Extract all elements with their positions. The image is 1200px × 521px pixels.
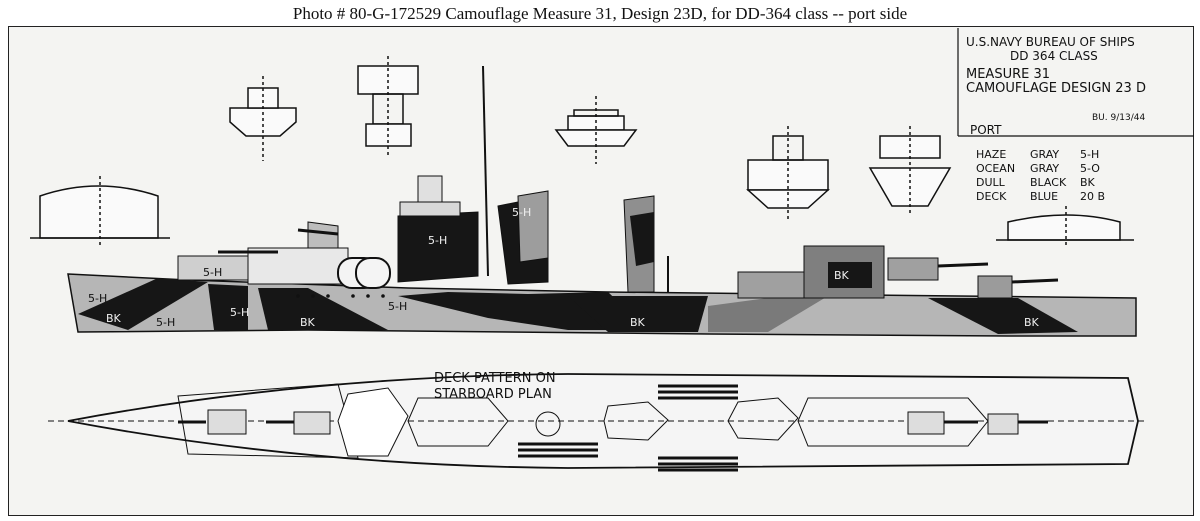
deck-plan <box>48 373 1148 472</box>
legend-row-haze: HAZE GRAY 5-H <box>976 148 1099 161</box>
camouflage-drawing-sheet: 5-H BK 5-H 5-H 5-H BK 5-H BK BK 5-H 5-H … <box>7 25 1195 517</box>
color-legend: HAZE GRAY 5-H OCEAN GRAY 5-O DULL BLACK … <box>976 148 1105 203</box>
title-date-note: BU. 9/13/44 <box>1092 113 1145 123</box>
title-side: PORT <box>970 123 1002 137</box>
title-line-4: CAMOUFLAGE DESIGN 23 D <box>966 81 1146 96</box>
legend-name-1: OCEAN <box>976 162 1015 175</box>
legend-code-2: BK <box>1080 176 1096 189</box>
label-bk-2: BK <box>630 316 646 329</box>
label-bk-1: BK <box>300 316 316 329</box>
ship-profile <box>67 65 1137 337</box>
label-mid-5h: 5-H <box>388 300 407 313</box>
legend-name-0: HAZE <box>976 148 1006 161</box>
legend-word-1: GRAY <box>1030 162 1059 175</box>
legend-code-3: 20 B <box>1080 190 1105 203</box>
hull-labels: 5-H BK 5-H 5-H 5-H BK 5-H BK BK 5-H 5-H … <box>88 206 1040 329</box>
legend-name-3: DECK <box>976 190 1007 203</box>
label-fwd-5h-2: 5-H <box>230 306 249 319</box>
legend-row-deck: DECK BLUE 20 B <box>976 190 1105 203</box>
title-block: U.S.NAVY BUREAU OF SHIPS DD 364 CLASS ME… <box>957 28 1194 137</box>
title-line-3: MEASURE 31 <box>966 67 1050 82</box>
title-line-1: U.S.NAVY BUREAU OF SHIPS <box>966 35 1135 49</box>
deck-plan-title-line1: DECK PATTERN ON <box>434 371 556 386</box>
section-views <box>30 56 1134 248</box>
photo-caption: Photo # 80-G-172529 Camouflage Measure 3… <box>292 4 908 23</box>
legend-code-1: 5-O <box>1080 162 1100 175</box>
legend-word-2: BLACK <box>1030 176 1067 189</box>
label-bow-5h: 5-H <box>88 292 107 305</box>
label-bow-bk: BK <box>106 312 122 325</box>
label-aft-bk: BK <box>834 269 850 282</box>
label-bow-5h-2: 5-H <box>156 316 175 329</box>
legend-word-0: GRAY <box>1030 148 1059 161</box>
legend-name-2: DULL <box>976 176 1006 189</box>
deck-plan-title-line2: STARBOARD PLAN <box>434 387 552 402</box>
label-stack-5h: 5-H <box>512 206 531 219</box>
legend-code-0: 5-H <box>1080 148 1099 161</box>
title-line-2: DD 364 CLASS <box>1010 49 1098 63</box>
legend-row-ocean: OCEAN GRAY 5-O <box>976 162 1100 175</box>
legend-word-3: BLUE <box>1030 190 1058 203</box>
camouflage-drawing: 5-H BK 5-H 5-H 5-H BK 5-H BK BK 5-H 5-H … <box>7 25 1195 517</box>
legend-row-dull: DULL BLACK BK <box>976 176 1096 189</box>
label-bridge-5h: 5-H <box>428 234 447 247</box>
label-fwd-5h: 5-H <box>203 266 222 279</box>
label-bk-3: BK <box>1024 316 1040 329</box>
